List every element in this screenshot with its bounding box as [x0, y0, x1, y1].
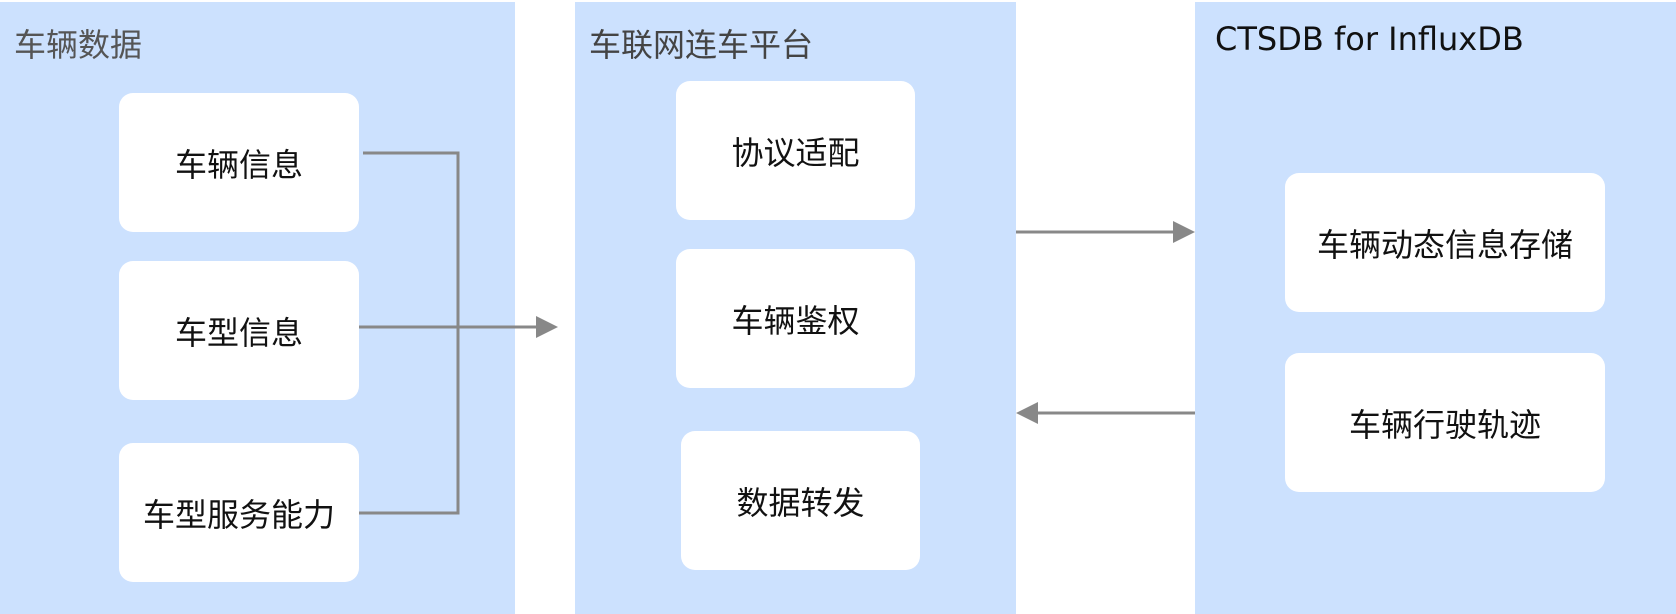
- box-data-forward: 数据转发: [681, 431, 920, 570]
- box-model-info: 车型信息: [119, 261, 359, 400]
- panel-title: 车联网连车平台: [589, 26, 814, 64]
- box-dynamic-storage: 车辆动态信息存储: [1285, 173, 1605, 312]
- box-trajectory: 车辆行驶轨迹: [1285, 353, 1605, 492]
- arrow-head-icon: [1173, 221, 1195, 243]
- box-protocol-adapt: 协议适配: [676, 81, 915, 220]
- box-vehicle-info: 车辆信息: [119, 93, 359, 232]
- arrow-head-icon: [536, 316, 558, 338]
- box-vehicle-auth: 车辆鉴权: [676, 249, 915, 388]
- panel-title: 车辆数据: [14, 26, 143, 64]
- arrow-head-icon: [1016, 402, 1038, 424]
- panel-title: CTSDB for InfluxDB: [1215, 20, 1524, 58]
- bracket-connector: [359, 151, 460, 515]
- box-model-service: 车型服务能力: [119, 443, 359, 582]
